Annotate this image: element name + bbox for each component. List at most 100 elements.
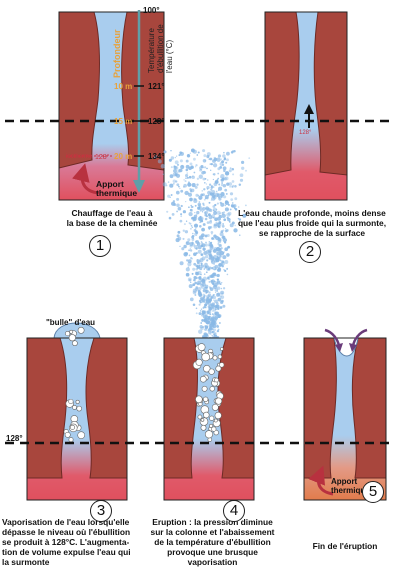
spray-droplet bbox=[205, 241, 207, 244]
spray-droplet bbox=[188, 278, 192, 282]
spray-droplet bbox=[185, 201, 187, 203]
spray-droplet bbox=[202, 149, 206, 153]
spray-droplet bbox=[209, 313, 212, 316]
spray-droplet bbox=[213, 333, 217, 337]
spray-droplet bbox=[227, 245, 231, 249]
spray-droplet bbox=[186, 241, 189, 244]
spray-droplet bbox=[217, 236, 221, 240]
spray-droplet bbox=[207, 207, 211, 212]
spray-droplet bbox=[212, 186, 215, 188]
spray-droplet bbox=[239, 178, 244, 182]
spray-droplet bbox=[205, 286, 208, 289]
spray-droplet bbox=[210, 327, 213, 331]
spray-droplet bbox=[189, 162, 193, 166]
spray-droplet bbox=[192, 288, 198, 293]
spray-droplet bbox=[201, 319, 205, 322]
spray-droplet bbox=[176, 210, 179, 213]
spray-droplet bbox=[212, 295, 217, 300]
spray-droplet bbox=[189, 249, 193, 252]
spray-droplet bbox=[202, 288, 207, 293]
spray-droplet bbox=[219, 253, 222, 256]
spray-droplet bbox=[225, 192, 228, 195]
spray-droplet bbox=[195, 240, 198, 243]
spray-droplet bbox=[223, 169, 226, 173]
inflow-arrowhead-left bbox=[335, 343, 343, 352]
spray-droplet bbox=[196, 282, 200, 286]
spray-droplet bbox=[198, 276, 202, 279]
spray-droplet bbox=[184, 230, 189, 234]
spray-droplet bbox=[223, 158, 226, 161]
spray-droplet bbox=[220, 176, 222, 178]
spray-droplet bbox=[207, 213, 211, 217]
spray-droplet bbox=[219, 165, 223, 169]
spray-droplet bbox=[191, 183, 196, 188]
vapor-bubble bbox=[202, 396, 209, 402]
spray-droplet bbox=[201, 211, 204, 213]
spray-droplet bbox=[174, 166, 179, 170]
spray-droplet bbox=[194, 232, 198, 236]
spray-droplet bbox=[179, 261, 184, 266]
spray-droplet bbox=[201, 227, 206, 232]
vapor-bubble bbox=[68, 437, 74, 443]
spray-droplet bbox=[210, 331, 212, 333]
spray-droplet bbox=[224, 171, 230, 176]
spray-droplet bbox=[196, 259, 200, 263]
spray-droplet bbox=[213, 224, 218, 229]
spray-droplet bbox=[188, 175, 192, 179]
vapor-bubble bbox=[211, 403, 219, 411]
spray-droplet bbox=[193, 171, 196, 174]
vapor-bubble bbox=[214, 377, 219, 383]
vapor-bubble bbox=[75, 399, 80, 404]
spray-droplet bbox=[217, 189, 220, 191]
spray-droplet bbox=[183, 223, 186, 226]
spray-droplet bbox=[194, 294, 197, 296]
spray-droplet bbox=[213, 156, 217, 160]
spray-droplet bbox=[184, 252, 189, 256]
spray-droplet bbox=[198, 195, 203, 200]
spray-droplet bbox=[198, 303, 201, 306]
spray-droplet bbox=[198, 312, 202, 316]
spray-droplet bbox=[168, 158, 172, 162]
spray-droplet bbox=[220, 287, 223, 290]
spray-droplet bbox=[163, 150, 167, 154]
spray-droplet bbox=[198, 204, 201, 207]
spray-droplet bbox=[187, 153, 190, 156]
spray-droplet bbox=[206, 234, 210, 237]
spray-droplet bbox=[170, 166, 173, 169]
spray-droplet bbox=[239, 173, 244, 178]
vapor-bubble bbox=[215, 397, 223, 405]
spray-droplet bbox=[224, 247, 229, 252]
spray-droplet bbox=[208, 220, 213, 224]
spray-droplet bbox=[190, 281, 192, 283]
spray-droplet bbox=[185, 164, 190, 169]
spray-droplet bbox=[187, 192, 193, 197]
spray-droplet bbox=[202, 193, 205, 197]
panel-2-temp-marker: 128° bbox=[299, 130, 312, 136]
spray-droplet bbox=[217, 216, 221, 221]
spray-droplet bbox=[210, 185, 213, 188]
spray-droplet bbox=[231, 185, 234, 188]
spray-droplet bbox=[230, 198, 234, 201]
spray-droplet bbox=[224, 269, 227, 272]
spray-droplet bbox=[180, 215, 183, 218]
spray-droplet bbox=[204, 243, 208, 247]
panel-5 bbox=[303, 328, 387, 501]
bubble-label: "bulle" d'eau bbox=[46, 318, 95, 327]
panel-4 bbox=[163, 337, 255, 501]
heat-label-5: Apport thermique bbox=[331, 477, 370, 495]
spray-droplet bbox=[199, 267, 203, 271]
spray-droplet bbox=[210, 162, 213, 166]
spray-droplet bbox=[201, 171, 205, 175]
spray-droplet bbox=[204, 160, 207, 162]
spray-droplet bbox=[191, 175, 195, 180]
spray-droplet bbox=[216, 325, 220, 328]
spray-droplet bbox=[205, 271, 208, 274]
spray-droplet bbox=[196, 177, 200, 180]
spray-droplet bbox=[224, 188, 228, 192]
spray-droplet bbox=[198, 264, 201, 267]
spray-droplet bbox=[202, 306, 205, 309]
spray-droplet bbox=[191, 241, 194, 244]
spray-droplet bbox=[190, 190, 193, 193]
spray-droplet bbox=[195, 247, 198, 250]
spray-droplet bbox=[178, 185, 180, 188]
